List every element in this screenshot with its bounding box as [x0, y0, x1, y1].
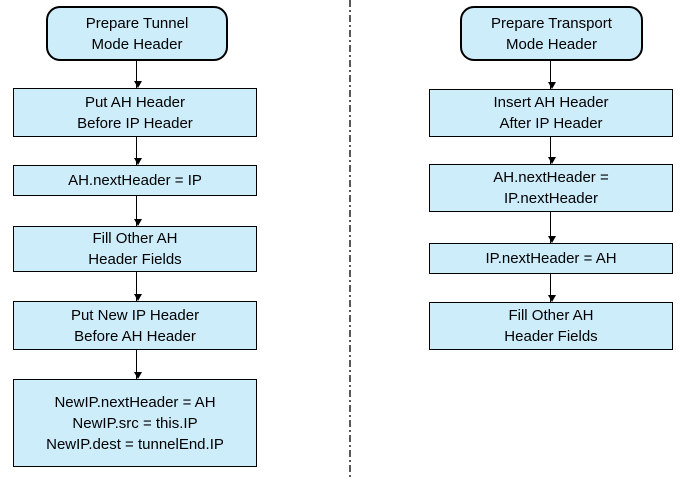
arrow-down-icon [133, 137, 142, 165]
arrow-down-icon [547, 212, 556, 243]
flow-node-insert-ah-header-after-ip-header: Insert AH Header After IP Header [429, 89, 673, 137]
flow-node-newip-assignments: NewIP.nextHeader = AH NewIP.src = this.I… [13, 379, 257, 467]
flow-node-ah-nextheader-ip-nextheader: AH.nextHeader = IP.nextHeader [429, 164, 673, 212]
flow-node-ip-nextheader-ah: IP.nextHeader = AH [429, 243, 673, 274]
arrow-down-icon [547, 137, 556, 164]
flow-node-prepare-tunnel-mode-header: Prepare Tunnel Mode Header [46, 6, 228, 61]
flow-node-prepare-transport-mode-header: Prepare Transport Mode Header [460, 6, 643, 61]
arrow-down-icon [547, 61, 556, 89]
arrow-down-icon [133, 350, 142, 379]
flow-node-put-new-ip-header-before-ah-header: Put New IP Header Before AH Header [13, 301, 257, 350]
flow-node-fill-other-ah-header-fields-transport: Fill Other AH Header Fields [429, 302, 673, 350]
flow-node-ah-nextheader-ip: AH.nextHeader = IP [13, 165, 257, 196]
arrow-down-icon [133, 272, 142, 301]
arrow-down-icon [547, 274, 556, 302]
flow-node-put-ah-header-before-ip-header: Put AH Header Before IP Header [13, 88, 257, 137]
column-separator-line [349, 0, 351, 479]
arrow-down-icon [133, 61, 142, 88]
flow-node-fill-other-ah-header-fields-tunnel: Fill Other AH Header Fields [13, 226, 257, 272]
arrow-down-icon [133, 196, 142, 226]
